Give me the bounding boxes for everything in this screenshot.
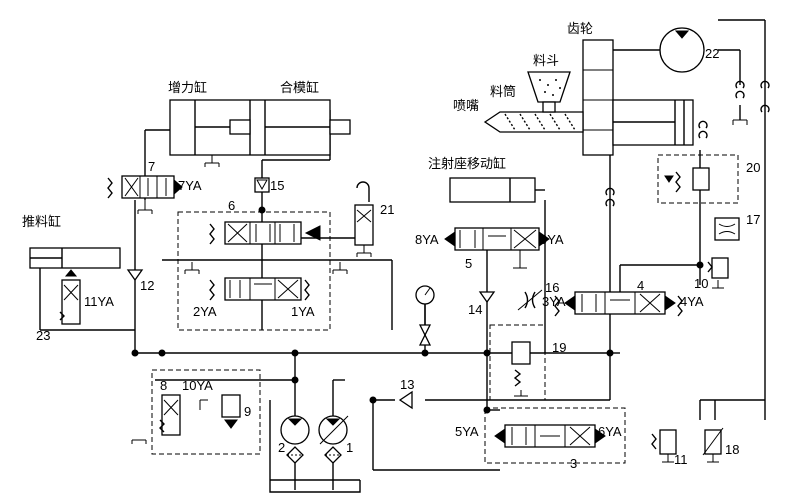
valve-5 (444, 227, 550, 269)
coil-8ya: 8YA (415, 232, 439, 247)
label-gear: 齿轮 (567, 22, 593, 37)
valve-6 (177, 211, 348, 331)
coil-6ya: 6YA (598, 424, 622, 439)
coil-5ya: 5YA (455, 424, 479, 439)
num-7: 7 (148, 159, 155, 174)
num-10: 10 (694, 276, 708, 291)
valve-8-9 (131, 369, 261, 455)
valve-3 (484, 407, 626, 464)
main-lines (39, 19, 766, 481)
num-2: 2 (278, 440, 285, 455)
num-21: 21 (380, 202, 394, 217)
num-13: 13 (400, 377, 414, 392)
num-11: 11 (674, 452, 688, 467)
num-5: 5 (465, 256, 472, 271)
check-valve-15 (254, 177, 270, 193)
num-19: 19 (552, 340, 566, 355)
label-hopper: 料斗 (533, 54, 559, 69)
clamp-cylinders (29, 99, 545, 269)
valves-11-18 (651, 427, 724, 463)
num-17: 17 (746, 212, 760, 227)
num-9: 9 (244, 404, 251, 419)
coil-4ya: 4YA (680, 294, 704, 309)
coil-2ya: 2YA (193, 304, 217, 319)
num-6: 6 (228, 198, 235, 213)
valve-23 (59, 269, 81, 325)
valve-20 (657, 154, 739, 204)
text-labels: 齿轮 料斗 喷嘴 料筒 增力缸 合模缸 注射座移动缸 推料缸 1YA 2YA 3… (22, 22, 760, 471)
pump-1 (318, 415, 348, 445)
valve-4 (554, 291, 683, 317)
valve-19 (489, 324, 546, 401)
num-1: 1 (346, 440, 353, 455)
valve-7 (107, 175, 183, 214)
num-14: 14 (468, 302, 482, 317)
throttle-17 (714, 217, 740, 241)
num-23: 23 (36, 328, 50, 343)
gear-housing (582, 39, 614, 156)
num-3: 3 (570, 456, 577, 471)
label-mold-cylinder: 合模缸 (280, 80, 319, 96)
pressure-gauge (415, 285, 435, 346)
label-inject-seat-cylinder: 注射座移动缸 (428, 156, 506, 172)
label-nozzle: 喷嘴 (453, 99, 479, 114)
relief-valve-10 (707, 257, 729, 289)
hopper (527, 71, 571, 103)
coil-7ya: 7YA (178, 178, 202, 193)
barrel (483, 111, 584, 133)
num-12: 12 (140, 278, 154, 293)
num-4: 4 (637, 278, 644, 293)
pump-2 (280, 415, 310, 445)
injection-unit (483, 27, 770, 207)
label-eject-cylinder: 推料缸 (22, 214, 61, 230)
coil-9ya: 9YA (540, 232, 564, 247)
coil-10ya: 10YA (182, 378, 213, 393)
num-8: 8 (160, 378, 167, 393)
coil-3ya: 3YA (542, 294, 566, 309)
num-15: 15 (270, 178, 284, 193)
label-booster-cylinder: 增力缸 (168, 80, 207, 96)
check-valves (126, 269, 496, 410)
valve-21 (354, 181, 374, 257)
pumps (269, 415, 361, 493)
num-18: 18 (725, 442, 739, 457)
label-barrel: 料筒 (490, 84, 516, 100)
throttle-16 (517, 289, 543, 311)
coil-1ya: 1YA (291, 304, 315, 319)
num-22: 22 (705, 46, 719, 61)
coil-11ya: 11YA (84, 294, 114, 309)
inject-seat-cylinder (449, 177, 536, 203)
num-20: 20 (746, 160, 760, 175)
num-16: 16 (545, 280, 559, 295)
